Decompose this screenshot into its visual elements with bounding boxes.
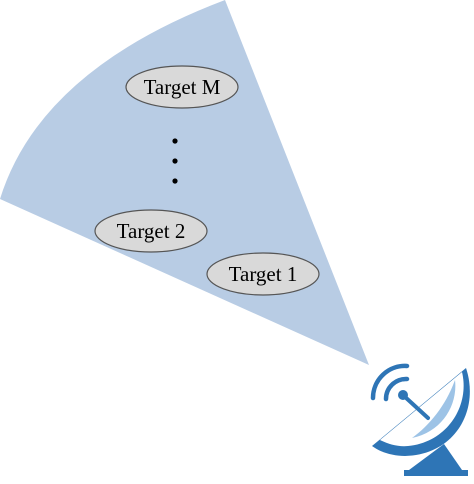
ellipsis-dot xyxy=(172,138,178,144)
target-1-ellipse xyxy=(206,252,320,296)
target-2: Target 2 xyxy=(94,209,208,253)
target-2-label: Target 2 xyxy=(117,219,186,243)
ellipsis-dots xyxy=(172,138,178,184)
target-m: Target M xyxy=(125,65,239,109)
ellipsis-dot xyxy=(172,178,178,184)
target-1-label: Target 1 xyxy=(229,262,298,286)
dish-bowl-inner xyxy=(380,372,464,447)
ellipsis-dot xyxy=(172,158,178,164)
dish-bowl-shade xyxy=(412,380,456,438)
target-m-label: Target M xyxy=(144,75,221,99)
signal-arc-inner xyxy=(383,376,410,402)
radar-beam-sector xyxy=(0,0,369,365)
dish-feed-head xyxy=(398,390,408,400)
satellite-dish-icon xyxy=(370,363,470,476)
dish-base xyxy=(409,444,462,470)
target-m-ellipse xyxy=(125,65,239,109)
dish-base-foot xyxy=(404,470,468,476)
signal-arc-outer xyxy=(370,363,410,401)
dish-feed-arm xyxy=(402,394,430,420)
target-2-ellipse xyxy=(94,209,208,253)
target-1: Target 1 xyxy=(206,252,320,296)
